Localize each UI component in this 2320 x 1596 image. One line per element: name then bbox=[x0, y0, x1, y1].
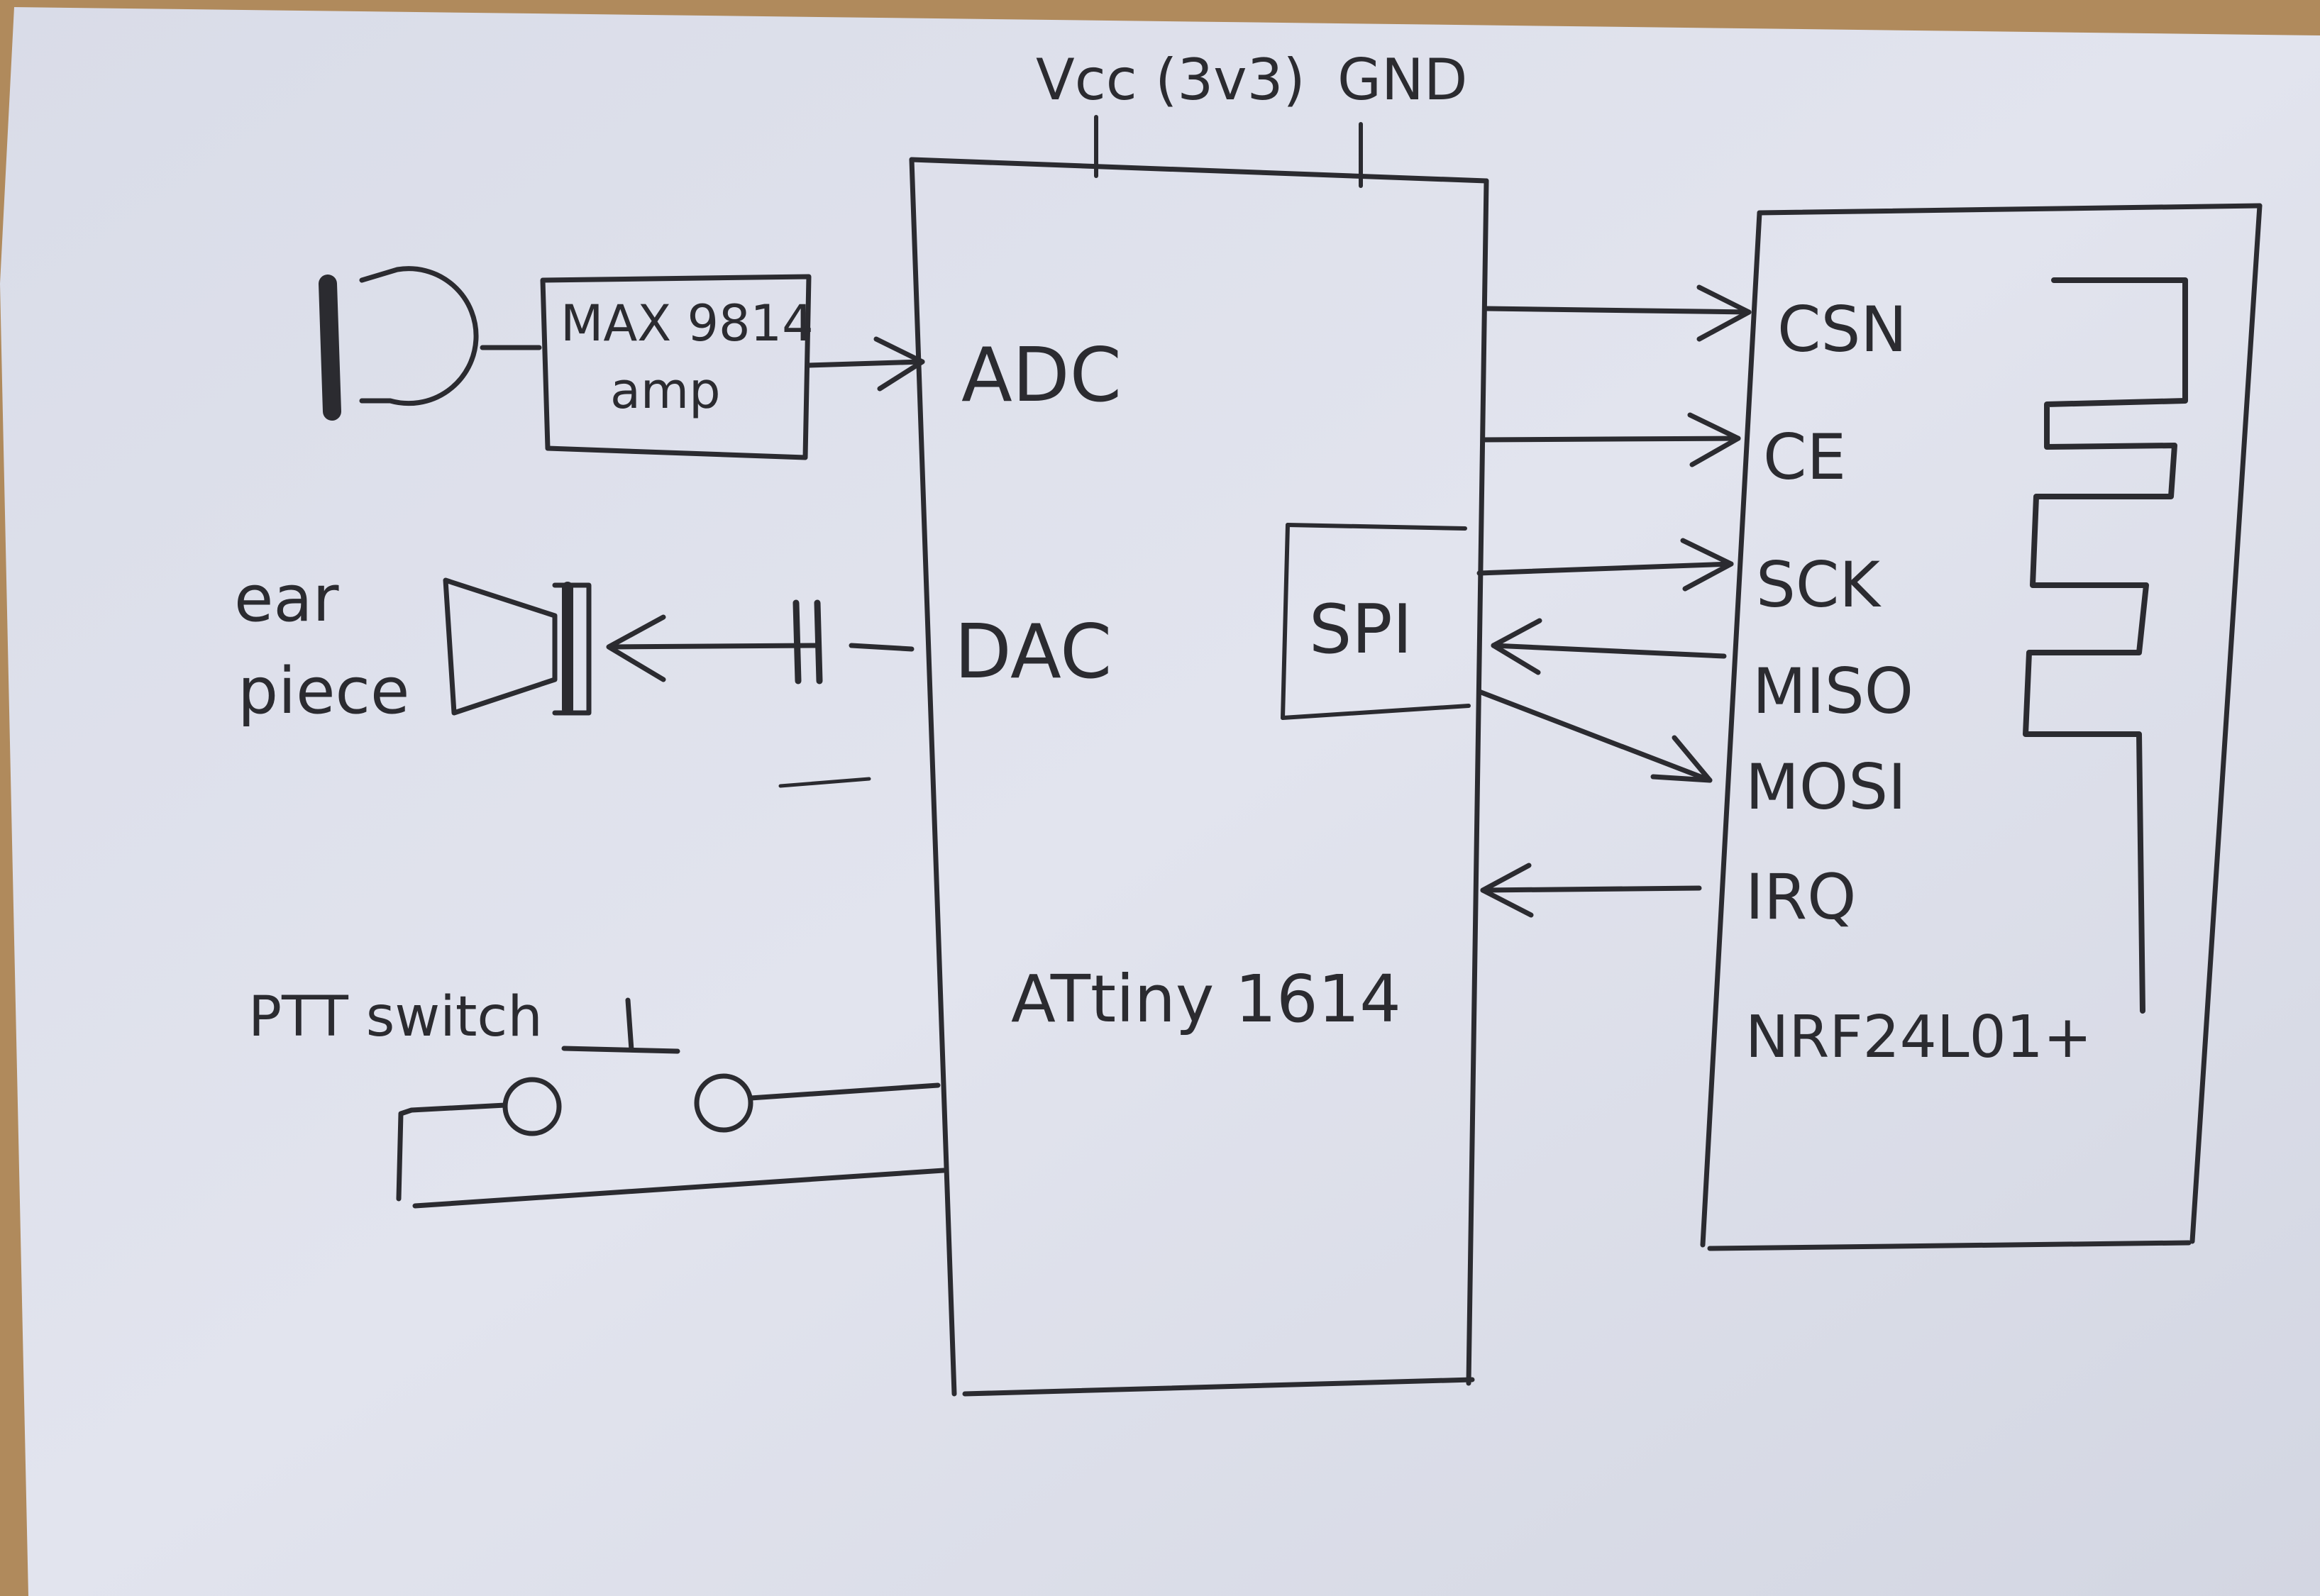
speaker-icon bbox=[443, 577, 592, 716]
microphone-icon bbox=[319, 266, 542, 421]
signal-ce bbox=[1480, 412, 1741, 467]
mcu-name-label: ATtiny 1614 bbox=[1011, 961, 1401, 1037]
antenna-trace-icon bbox=[2023, 277, 2188, 1014]
signal-csn bbox=[1484, 284, 1752, 342]
radio-module-block bbox=[1700, 203, 2263, 1251]
dac-to-earpiece-line bbox=[606, 614, 915, 682]
pin-label-ce: CE bbox=[1763, 421, 1846, 494]
pin-label-miso: MISO bbox=[1752, 655, 1913, 728]
pin-label-sck: SCK bbox=[1756, 548, 1882, 621]
pin-label-csn: CSN bbox=[1777, 293, 1907, 366]
pin-label-irq: IRQ bbox=[1745, 860, 1856, 933]
signal-miso bbox=[1491, 618, 1727, 675]
signal-mosi bbox=[1476, 689, 1713, 783]
ptt-label: PTT switch bbox=[248, 985, 543, 1049]
adc-label: ADC bbox=[961, 332, 1122, 419]
spi-label: SPI bbox=[1309, 591, 1413, 669]
amp-to-adc-arrow bbox=[806, 336, 925, 392]
signal-sck bbox=[1476, 538, 1734, 592]
capacitor-icon bbox=[792, 599, 823, 685]
ptt-switch-icon bbox=[396, 997, 946, 1209]
earpiece-label-line1: ear bbox=[234, 562, 339, 636]
amp-label-line2: amp bbox=[610, 362, 721, 420]
radio-name-label: NRF24L01+ bbox=[1745, 1004, 2092, 1071]
paper-sheet bbox=[0, 7, 2320, 1596]
signal-irq bbox=[1480, 863, 1702, 918]
dac-label: DAC bbox=[954, 609, 1112, 695]
amp-block bbox=[540, 274, 812, 460]
spi-block bbox=[1281, 523, 1471, 720]
earpiece-label-line2: piece bbox=[238, 654, 409, 728]
stray-mark bbox=[778, 777, 871, 788]
amp-label-line1: MAX 9814 bbox=[560, 294, 814, 353]
pin-label-mosi: MOSI bbox=[1745, 750, 1906, 824]
power-pins bbox=[1094, 115, 1363, 188]
gnd-label: GND bbox=[1337, 47, 1467, 113]
vcc-label: Vcc (3v3) bbox=[1036, 47, 1305, 113]
